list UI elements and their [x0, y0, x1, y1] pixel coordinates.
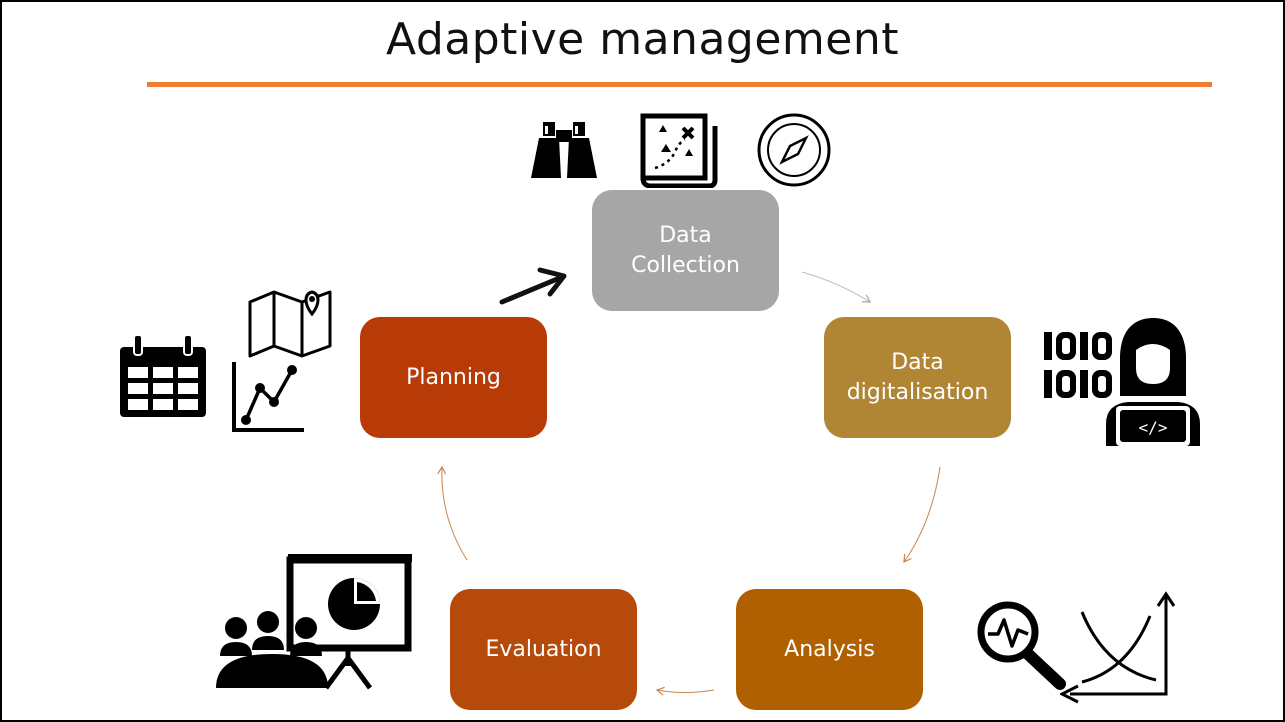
arrow-planning-to-collection — [499, 267, 567, 305]
crossing-curves-chart-icon — [1060, 591, 1176, 704]
compass-icon — [757, 113, 831, 187]
box-data-collection: Data Collection — [592, 190, 779, 311]
box-data-digitalisation: Data digitalisation — [824, 317, 1011, 438]
calendar-icon — [120, 335, 206, 417]
binary-code-icon — [1044, 332, 1112, 398]
presentation-meeting-icon — [216, 554, 412, 690]
map-pin-icon — [248, 290, 332, 358]
treasure-map-icon — [640, 113, 718, 188]
magnifier-pulse-icon — [977, 601, 1066, 690]
arrow-digitalisation-to-analysis — [903, 466, 941, 563]
line-graph-icon — [232, 362, 304, 432]
arrow-evaluation-to-planning — [437, 465, 468, 561]
slide-title: Adaptive management — [386, 14, 899, 65]
title-underline — [147, 82, 1212, 87]
arrow-analysis-to-evaluation — [655, 686, 715, 696]
binoculars-icon — [531, 122, 597, 178]
box-evaluation: Evaluation — [450, 589, 637, 710]
programmer-icon: </> — [1106, 318, 1200, 446]
box-planning: Planning — [360, 317, 547, 438]
arrow-collection-to-digitalisation — [801, 271, 872, 303]
box-analysis: Analysis — [736, 589, 923, 710]
svg-text:</>: </> — [1139, 418, 1168, 437]
